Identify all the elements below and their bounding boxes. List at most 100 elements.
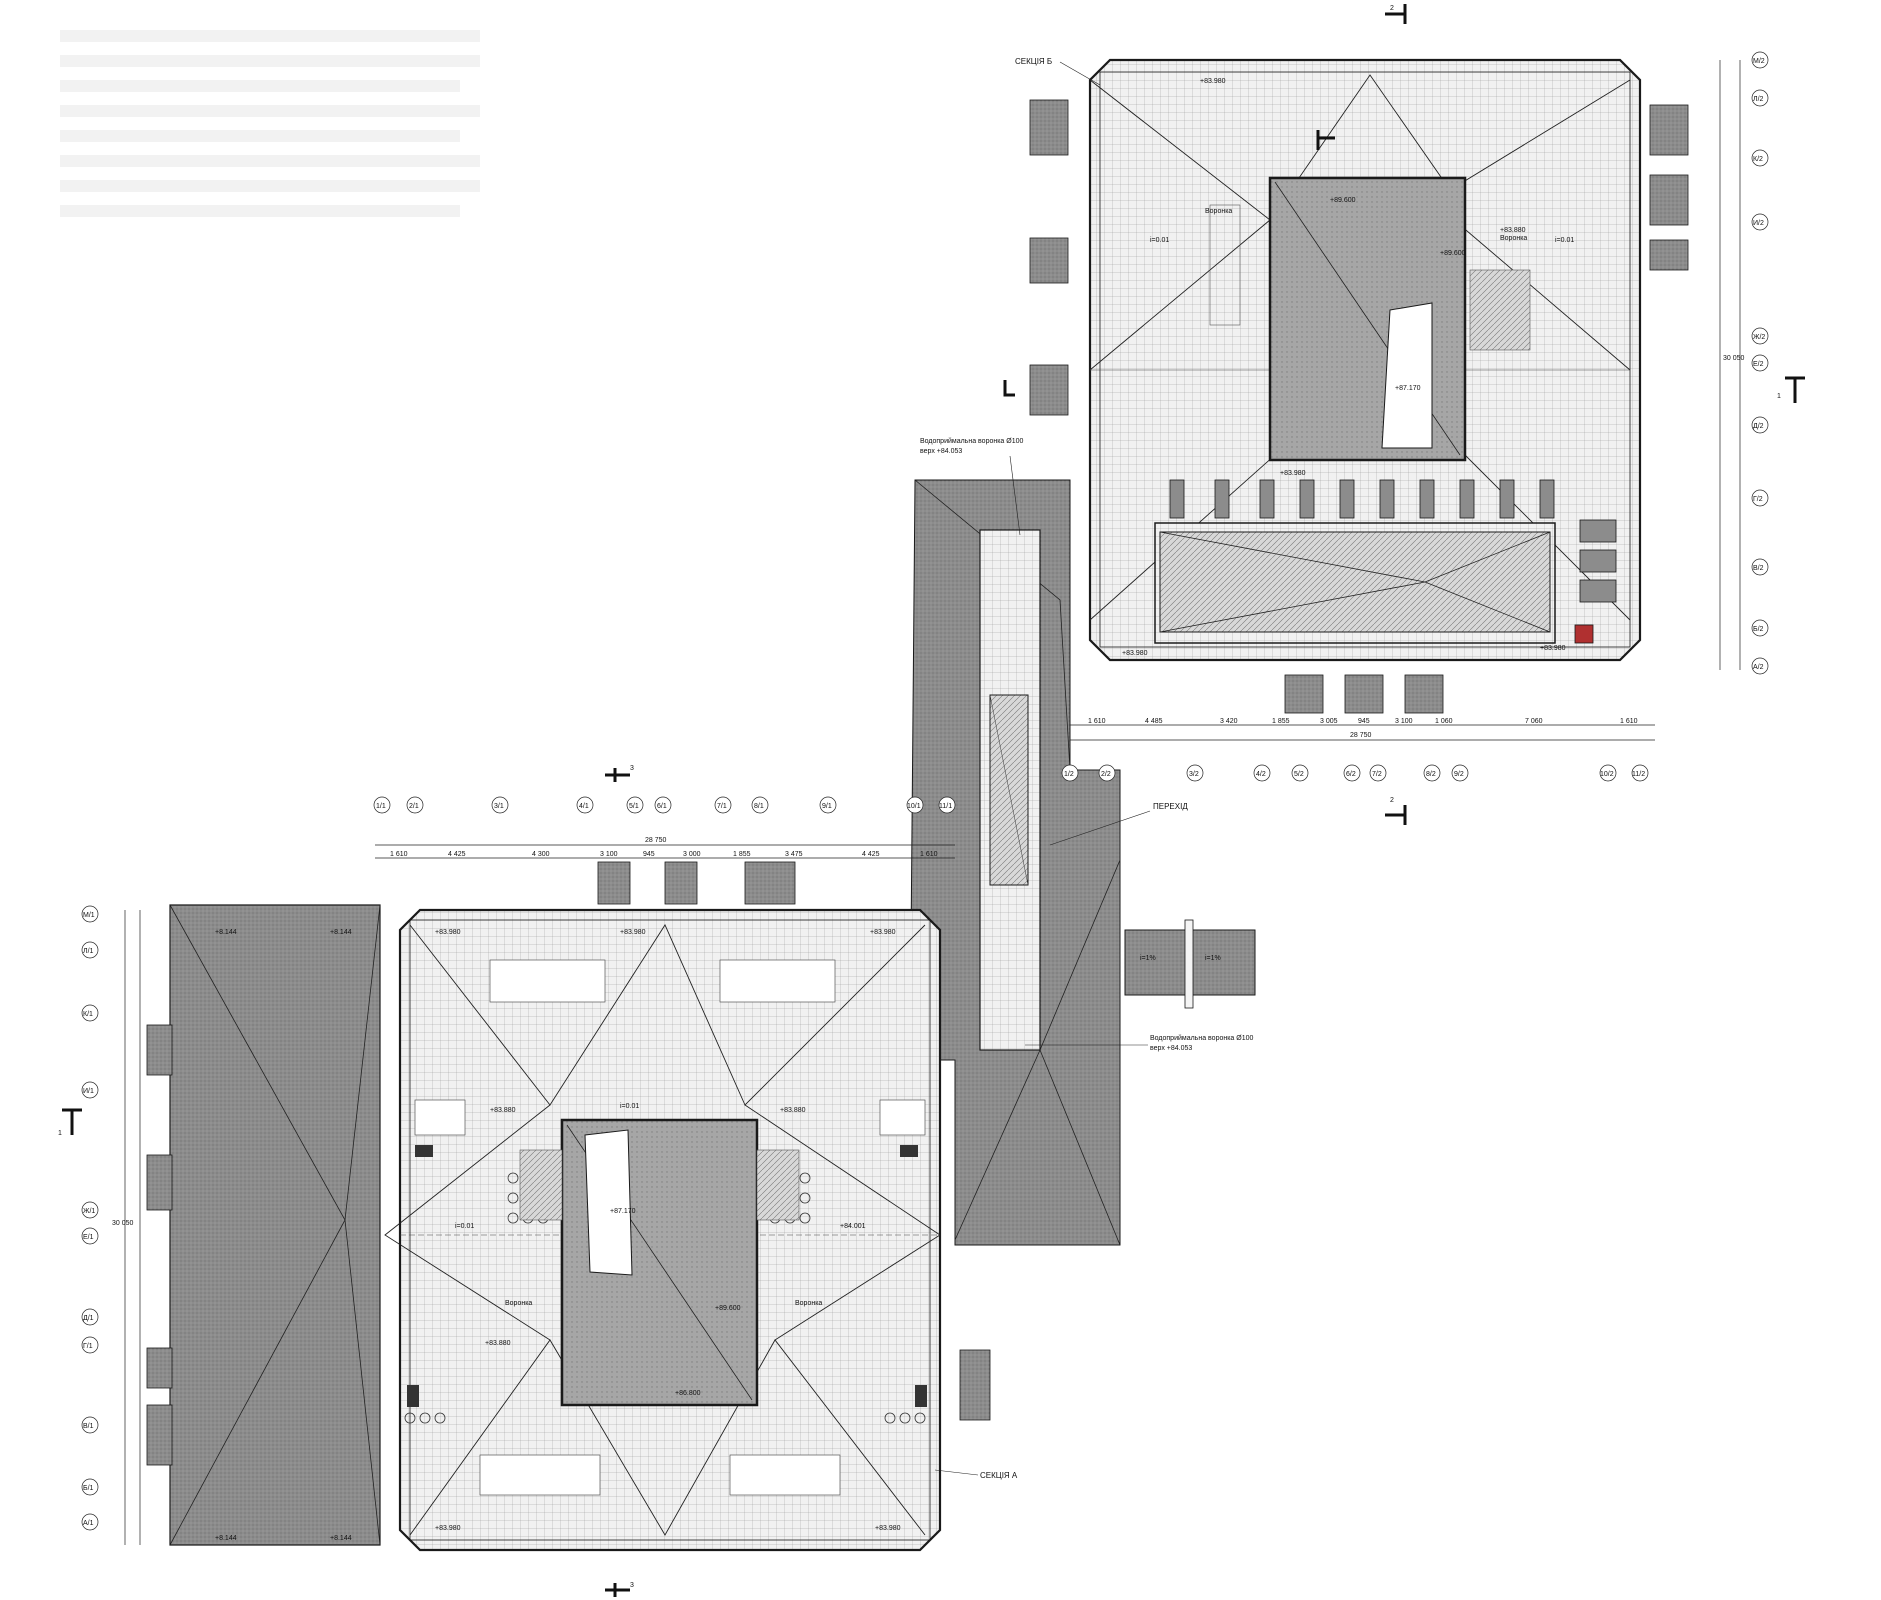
axis-a-d: Д/1: [83, 1315, 94, 1322]
svg-text:Водоприймальна воронка Ø100: Водоприймальна воронка Ø100: [1150, 1034, 1254, 1042]
cut-1-left: 1: [58, 1130, 62, 1137]
canopy-slope-left: i=1%: [1140, 955, 1156, 962]
section-a-label: СЕКЦІЯ А: [980, 1471, 1018, 1480]
dim-a-2: 4 300: [532, 851, 550, 858]
axis-a-8: 8/1: [754, 803, 764, 810]
pitch-a-bottom-2: +8.144: [215, 1535, 237, 1542]
courtyard-b-level-1: +89.600: [1330, 197, 1356, 204]
axis-a-i: И/1: [83, 1088, 94, 1095]
dim-b-overall: 30 050: [1723, 355, 1745, 362]
dim-b-5: 945: [1358, 718, 1370, 725]
axis-b-l: Л/2: [1753, 96, 1764, 103]
pitch-a-bottom: +8.144: [330, 1535, 352, 1542]
funnel-a-label-right: Воронка: [795, 1300, 822, 1307]
elev-a-1: +83.980: [435, 929, 461, 936]
axis-b-1: 1/2: [1064, 771, 1074, 778]
section-b-bottom-axes: 1/2 2/2 3/2 4/2 5/2 6/2 7/2 8/2 9/2 10/2…: [1061, 764, 1649, 782]
axis-a-3: 3/1: [494, 803, 504, 810]
axis-b-m: М/2: [1753, 58, 1765, 65]
axis-b-3: 3/2: [1189, 771, 1199, 778]
axis-b-d: Д/2: [1753, 423, 1764, 430]
axis-b-k: К/2: [1753, 156, 1763, 163]
cut-3-bottom: 3: [630, 1582, 634, 1589]
axis-a-11: 11/1: [939, 803, 952, 810]
axis-a-zh: Ж/1: [83, 1208, 95, 1215]
axis-a-e: Е/1: [83, 1234, 94, 1241]
axis-a-2: 2/1: [409, 803, 419, 810]
axis-a-4: 4/1: [579, 803, 589, 810]
cut-1-right: 1: [1777, 393, 1781, 400]
axis-b-g: Г/2: [1753, 496, 1763, 503]
section-a-roof: СЕКЦІЯ А +87.170 +89.600 +86.800 +83.980…: [146, 861, 1018, 1552]
slope-a-left: i=0.01: [455, 1223, 474, 1230]
elev-a-8: +84.001: [840, 1223, 866, 1230]
dim-a-0: 1 610: [390, 851, 408, 858]
dim-b-1: 4 485: [1145, 718, 1163, 725]
section-b-bottom-dimensions: 1 610 4 485 3 420 1 855 3 005 945 3 100 …: [1070, 718, 1655, 741]
passage-label: ПЕРЕХІД: [1153, 802, 1188, 811]
cut-2-bottom: 2: [1390, 797, 1394, 804]
elev-a-5: +83.980: [875, 1525, 901, 1532]
axis-a-g: Г/1: [83, 1343, 93, 1350]
dim-a-1: 4 425: [448, 851, 466, 858]
axis-a-m: М/1: [83, 912, 95, 919]
axis-a-5: 5/1: [629, 803, 639, 810]
axis-a-6: 6/1: [657, 803, 667, 810]
dim-b-total: 28 750: [1350, 732, 1372, 739]
courtyard-b-level-3: +89.600: [1440, 250, 1466, 257]
svg-text:Водоприймальна воронка Ø100: Водоприймальна воронка Ø100: [920, 437, 1024, 445]
axis-b-v: В/2: [1753, 565, 1764, 572]
axis-a-10: 10/1: [907, 803, 921, 810]
axis-a-7: 7/1: [717, 803, 727, 810]
section-b-roof: СЕКЦІЯ Б +89.600 +87.170 +89.600 +83.980…: [1015, 57, 1689, 714]
dim-a-9: 1 610: [920, 851, 938, 858]
passage-roof: i=1% i=1%: [909, 479, 1256, 1246]
elev-b-2: +83.980: [1540, 645, 1566, 652]
cut-3-top: 3: [630, 765, 634, 772]
funnel-note-top: Водоприймальна воронка Ø100 верх +84.053: [920, 437, 1024, 536]
axis-a-1: 1/1: [376, 803, 386, 810]
pitch-a-top-2: +8.144: [215, 929, 237, 936]
axis-a-b: Б/1: [83, 1485, 94, 1492]
courtyard-a-level-3: +86.800: [675, 1390, 701, 1397]
passage-label-group: ПЕРЕХІД: [1049, 802, 1188, 846]
axis-b-b: Б/2: [1753, 626, 1764, 633]
dim-a-overall: 30 050: [112, 1220, 134, 1227]
axis-b-9: 9/2: [1454, 771, 1464, 778]
elev-b-3: +83.980: [1122, 650, 1148, 657]
elev-a-7: +83.880: [780, 1107, 806, 1114]
elev-a-3: +83.980: [870, 929, 896, 936]
elev-b-1: +83.980: [1200, 78, 1226, 85]
slope-b-right: i=0.01: [1555, 237, 1574, 244]
axis-a-9: 9/1: [822, 803, 832, 810]
axis-a-v: В/1: [83, 1423, 94, 1430]
axis-b-10: 10/2: [1600, 771, 1614, 778]
axis-b-a: А/2: [1753, 664, 1764, 671]
dim-a-3: 3 100: [600, 851, 618, 858]
dim-a-5: 3 000: [683, 851, 701, 858]
elev-b-5: +83.880: [1500, 227, 1526, 234]
dim-b-2: 3 420: [1220, 718, 1238, 725]
dim-a-8: 4 425: [862, 851, 880, 858]
faded-title-block: [60, 30, 480, 217]
dim-b-6: 3 100: [1395, 718, 1413, 725]
axis-b-4: 4/2: [1256, 771, 1266, 778]
cut-2-top: 2: [1390, 5, 1394, 12]
axis-b-2: 2/2: [1101, 771, 1111, 778]
svg-text:верх +84.053: верх +84.053: [1150, 1045, 1192, 1052]
dim-b-9: 1 610: [1620, 718, 1638, 725]
axis-a-k: К/1: [83, 1011, 93, 1018]
axis-b-7: 7/2: [1372, 771, 1382, 778]
courtyard-b-level-2: +87.170: [1395, 385, 1421, 392]
dim-b-0: 1 610: [1088, 718, 1106, 725]
funnel-b-label: Воронка: [1500, 235, 1527, 242]
courtyard-a-level-2: +89.600: [715, 1305, 741, 1312]
elev-b-4: +83.980: [1280, 470, 1306, 477]
axis-b-e: Е/2: [1753, 361, 1764, 368]
axis-b-8: 8/2: [1426, 771, 1436, 778]
courtyard-a-level-1: +87.170: [610, 1208, 636, 1215]
dim-b-4: 3 005: [1320, 718, 1338, 725]
slope-a-top: i=0.01: [620, 1103, 639, 1110]
dim-b-3: 1 855: [1272, 718, 1290, 725]
